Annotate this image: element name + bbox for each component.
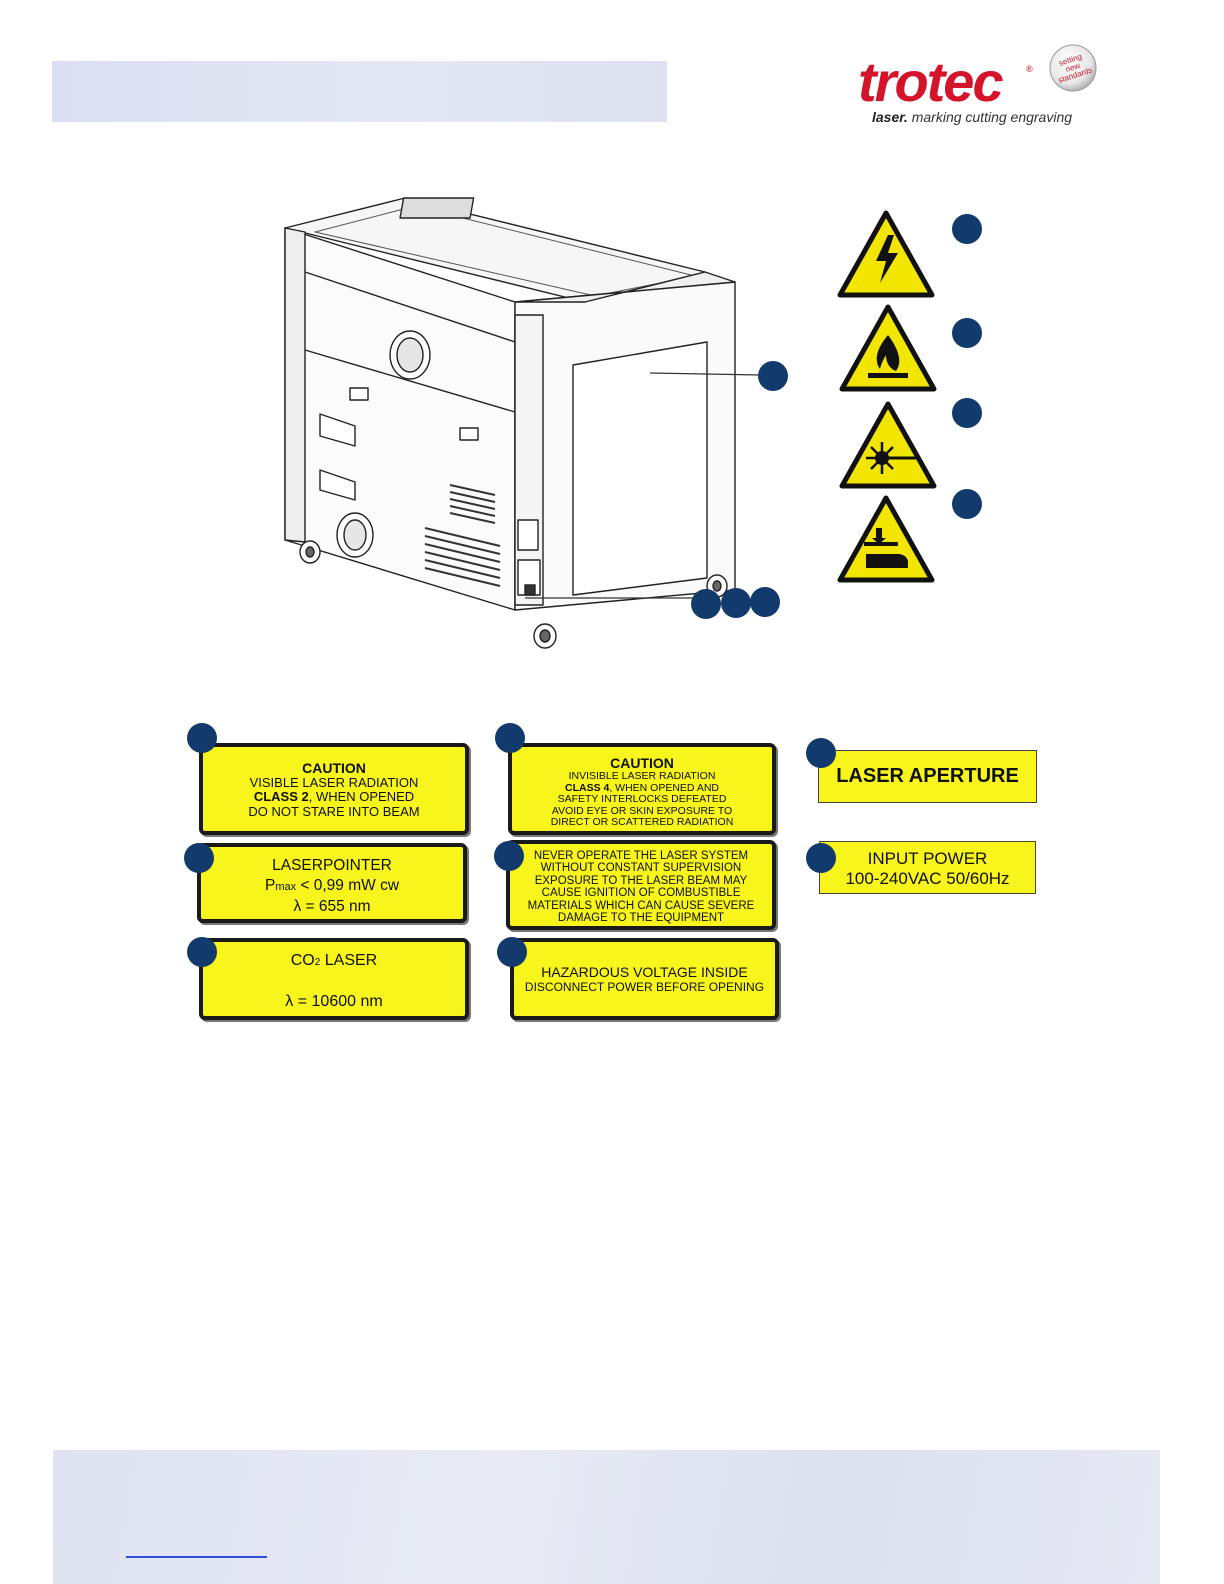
label-hazardous-voltage-line2: DISCONNECT POWER BEFORE OPENING (524, 980, 765, 994)
label-laserpointer: LASERPOINTER Pmax < 0,99 mW cw λ = 655 n… (197, 843, 467, 923)
header-band (52, 61, 667, 122)
seal-line-2: new (1064, 61, 1081, 74)
label-never-operate: NEVER OPERATE THE LASER SYSTEM WITHOUT C… (506, 840, 776, 930)
label-input-power-line2: 100-240VAC 50/60Hz (845, 869, 1010, 888)
label-co2-prefix: CO (290, 952, 315, 969)
label-never-operate-line2: WITHOUT CONSTANT SUPERVISION (540, 862, 742, 875)
label-never-operate-line5: MATERIALS WHICH CAN CAUSE SEVERE (527, 899, 755, 912)
label-laserpointer-p-sub: max (275, 881, 297, 893)
label-laser-aperture: LASER APERTURE (818, 750, 1037, 803)
marker-label-hazardous-voltage (497, 937, 527, 967)
label-never-operate-line4: CAUSE IGNITION OF COMBUSTIBLE (541, 887, 741, 900)
hand-crush-warning-icon (837, 495, 935, 583)
label-caution-class4-line2: CLASS 4, WHEN OPENED AND (512, 781, 772, 795)
label-caution-class4-line2-rest: , WHEN OPENED AND (609, 781, 720, 794)
label-never-operate-line6: DAMAGE TO THE EQUIPMENT (557, 912, 725, 925)
label-input-power: INPUT POWER 100-240VAC 50/60Hz (819, 841, 1036, 894)
marker-machine-connector-3 (750, 587, 780, 617)
marker-label-co2-laser (187, 937, 217, 967)
label-caution-class4-class: CLASS 4 (564, 781, 610, 794)
marker-label-caution-class4 (495, 723, 525, 753)
logo-wordmark: trotec (858, 50, 1004, 113)
logo-tagline: laser. marking cutting engraving (872, 109, 1072, 125)
marker-machine-connector-2 (721, 588, 751, 618)
label-never-operate-line3: EXPOSURE TO THE LASER BEAM MAY (534, 874, 748, 887)
laser-beam-warning-icon (839, 401, 937, 489)
marker-label-caution-class2 (187, 723, 217, 753)
label-input-power-line1: INPUT POWER (867, 849, 988, 868)
marker-symbol-flammable (952, 318, 982, 348)
label-caution-class2-line1: VISIBLE LASER RADIATION (249, 774, 419, 790)
label-laserpointer-title: LASERPOINTER (272, 857, 392, 874)
marker-symbol-electric (952, 214, 982, 244)
label-co2-rest: LASER (320, 952, 378, 969)
marker-label-laser-aperture (806, 738, 836, 768)
label-caution-class2-class: CLASS 2 (253, 789, 309, 804)
label-laserpointer-p-rest: < 0,99 mW cw (296, 877, 400, 894)
label-laserpointer-wavelength: λ = 655 nm (293, 898, 371, 915)
label-laserpointer-p: P (264, 877, 276, 894)
label-co2-laser-wavelength: λ = 10600 nm (285, 993, 383, 1010)
setting-new-standards-seal-icon: setting new standards (1049, 44, 1097, 92)
label-co2-laser-title: CO2 LASER (203, 951, 465, 973)
marker-symbol-hand (952, 489, 982, 519)
trotec-logo: trotec ® laser. marking cutting engravin… (858, 40, 1108, 130)
label-caution-class4-title: CAUTION (610, 755, 674, 771)
marker-machine-connector-1 (691, 589, 721, 619)
label-caution-class4-line5: DIRECT OR SCATTERED RADIATION (550, 816, 734, 828)
label-caution-class2-line2-rest: , WHEN OPENED (308, 789, 415, 804)
label-co2-sub: 2 (314, 957, 321, 968)
footer-band (53, 1450, 1160, 1584)
label-hazardous-voltage-line1: HAZARDOUS VOLTAGE INSIDE (541, 964, 748, 980)
logo-registered-mark: ® (1026, 64, 1033, 74)
footer-link-underline[interactable] (126, 1556, 267, 1558)
label-caution-class4: CAUTION INVISIBLE LASER RADIATION CLASS … (508, 743, 776, 835)
label-hazardous-voltage: HAZARDOUS VOLTAGE INSIDE DISCONNECT POWE… (510, 938, 779, 1020)
label-laser-aperture-text: LASER APERTURE (836, 765, 1019, 787)
marker-label-never-operate (494, 841, 524, 871)
electric-shock-warning-icon (837, 210, 935, 298)
label-caution-class2-title: CAUTION (302, 760, 366, 776)
label-caution-class2-line3: DO NOT STARE INTO BEAM (248, 803, 420, 819)
marker-machine-side-window (758, 361, 788, 391)
label-caution-class4-line4: AVOID EYE OR SKIN EXPOSURE TO (551, 804, 733, 817)
marker-label-input-power (806, 843, 836, 873)
laser-machine-rear-view (284, 197, 761, 649)
marker-label-laserpointer (184, 843, 214, 873)
label-caution-class2-line2: CLASS 2, WHEN OPENED (203, 789, 465, 805)
label-caution-class2: CAUTION VISIBLE LASER RADIATION CLASS 2,… (199, 743, 469, 835)
label-laserpointer-power: Pmax < 0,99 mW cw (201, 876, 463, 897)
logo-tagline-rest: marking cutting engraving (907, 109, 1073, 125)
logo-tagline-bold: laser. (872, 109, 908, 125)
label-never-operate-line1: NEVER OPERATE THE LASER SYSTEM (533, 850, 749, 862)
flammable-warning-icon (839, 304, 937, 392)
label-caution-class4-line3: SAFETY INTERLOCKS DEFEATED (557, 793, 727, 805)
marker-symbol-laser (952, 398, 982, 428)
label-caution-class4-line1: INVISIBLE LASER RADIATION (568, 770, 716, 782)
label-co2-laser: CO2 LASER λ = 10600 nm (199, 938, 469, 1020)
